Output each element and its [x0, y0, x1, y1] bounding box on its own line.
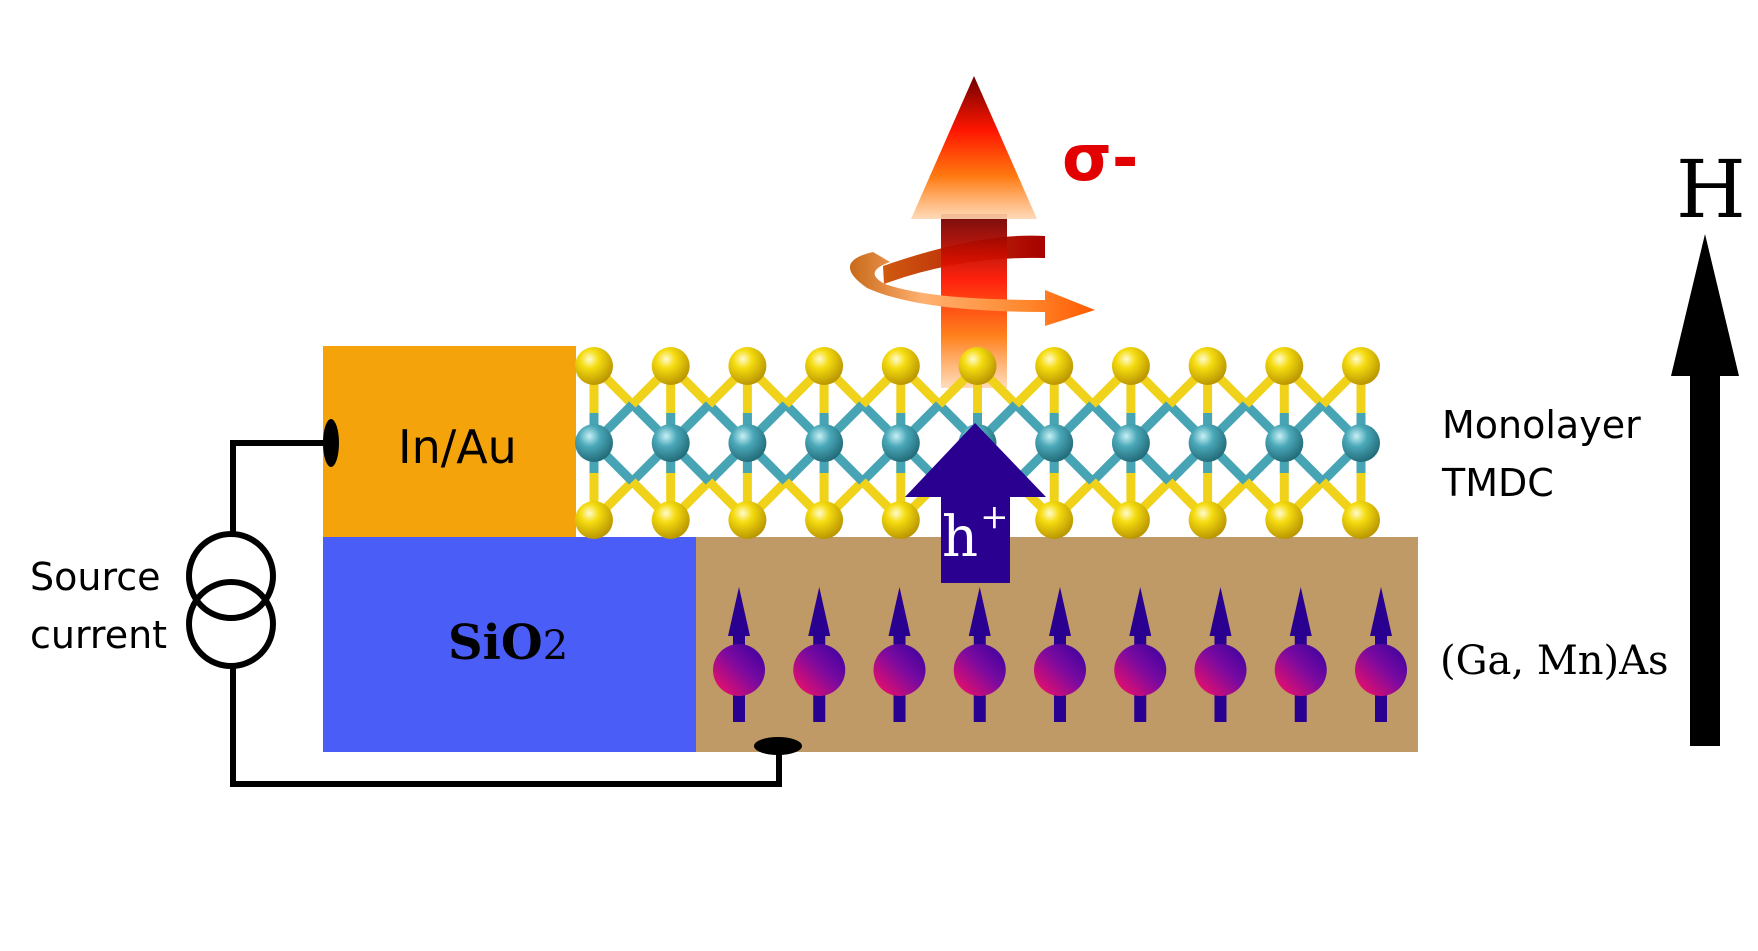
- current-source-circle-bottom: [186, 579, 276, 669]
- spin-arrow: [1034, 587, 1086, 722]
- metal-atom: [1265, 424, 1304, 462]
- lattice-atoms: [575, 347, 1380, 539]
- spin-ball: [793, 644, 846, 696]
- wire-top: [230, 440, 330, 537]
- chalcogen-atom: [958, 347, 997, 385]
- metal-atom: [1111, 424, 1150, 462]
- spin-ball: [1114, 644, 1167, 696]
- spin-arrow-head: [888, 587, 911, 636]
- metal-atom: [805, 424, 844, 462]
- circuit: [186, 440, 782, 787]
- metal-atom: [1188, 424, 1227, 462]
- chalcogen-atom: [1188, 347, 1227, 385]
- emission-arrow-head: [911, 76, 1037, 219]
- chalcogen-atom: [1265, 347, 1304, 385]
- chalcogen-atom: [1342, 501, 1380, 539]
- metal-atom: [575, 424, 613, 462]
- contact-pad-top: [323, 419, 339, 467]
- chalcogen-atom: [728, 501, 767, 539]
- spin-ball: [1274, 644, 1327, 696]
- contact-pad-bottom: [754, 737, 802, 755]
- chalcogen-atom: [1342, 347, 1380, 385]
- spin-ball: [1355, 644, 1407, 696]
- chalcogen-atom: [1111, 501, 1150, 539]
- chalcogen-atom: [1035, 501, 1074, 539]
- chalcogen-atom: [1188, 501, 1227, 539]
- spin-ball: [873, 644, 926, 696]
- spin-arrow-head: [1289, 587, 1312, 636]
- spin-arrow-head: [1129, 587, 1152, 636]
- metal-atom: [881, 424, 920, 462]
- spin-arrow-head: [1370, 587, 1392, 636]
- ganmas-label: (Ga, Mn)As: [1440, 638, 1669, 684]
- metal-atom: [1342, 424, 1380, 462]
- field-label: H: [1676, 143, 1746, 236]
- in-au-label: In/Au: [398, 420, 517, 474]
- field-arrow: [1671, 234, 1739, 746]
- tmdc-label-line1: Monolayer: [1442, 403, 1641, 447]
- spin-arrow-head: [968, 587, 991, 636]
- spin-ball: [1034, 644, 1086, 696]
- sio2-layer: [323, 537, 697, 752]
- tmdc-label-line2: TMDC: [1442, 461, 1554, 505]
- spin-arrow-head: [1209, 587, 1232, 636]
- sio2-label-subscript: 2: [542, 623, 569, 669]
- spin-arrow: [953, 587, 1006, 722]
- spin-arrow: [1274, 587, 1327, 722]
- metal-atom: [1035, 424, 1074, 462]
- chalcogen-atom: [1111, 347, 1150, 385]
- source-label-line2: current: [30, 613, 168, 657]
- hole-label-letter: h: [942, 505, 979, 570]
- spin-arrow: [1114, 587, 1167, 722]
- chalcogen-atom: [881, 501, 920, 539]
- chalcogen-atom: [728, 347, 767, 385]
- spin-arrow-head: [728, 587, 750, 636]
- spin-arrow: [713, 587, 765, 722]
- polarization-label: σ-: [1062, 122, 1139, 196]
- spin-arrow: [873, 587, 926, 722]
- current-source-circle-top: [186, 531, 276, 621]
- hole-arrow: [905, 423, 1046, 583]
- in-au-contact: [323, 346, 576, 537]
- hole-label: h+: [942, 497, 1009, 570]
- emission-arrow: [849, 76, 1095, 388]
- chalcogen-atom: [651, 501, 690, 539]
- spin-arrow: [793, 587, 846, 722]
- spin-ball: [953, 644, 1006, 696]
- metal-atom: [728, 424, 767, 462]
- source-current-label: Source current: [30, 548, 167, 664]
- chalcogen-atom: [651, 347, 690, 385]
- chalcogen-atom: [805, 501, 844, 539]
- chalcogen-atom: [805, 347, 844, 385]
- spin-arrow-head: [1049, 587, 1071, 636]
- wire-bottom: [230, 668, 782, 787]
- chalcogen-atom: [575, 501, 613, 539]
- hole-label-charge: +: [980, 497, 1009, 538]
- source-label-line1: Source: [30, 555, 161, 599]
- spin-arrow: [1355, 587, 1407, 722]
- chalcogen-atom: [1265, 501, 1304, 539]
- spin-arrow: [1194, 587, 1247, 722]
- chalcogen-atom: [881, 347, 920, 385]
- sio2-label-main: SiO: [448, 615, 543, 671]
- spin-ball: [1194, 644, 1247, 696]
- sio2-label: SiO2: [448, 615, 568, 671]
- tmdc-lattice: [575, 347, 1380, 539]
- spin-arrows: [713, 587, 1407, 722]
- chalcogen-atom: [1035, 347, 1074, 385]
- spin-arrow-head: [808, 587, 831, 636]
- polarization-ring-front: [849, 252, 1095, 326]
- spin-ball: [713, 644, 765, 696]
- chalcogen-atom: [575, 347, 613, 385]
- metal-atom: [651, 424, 690, 462]
